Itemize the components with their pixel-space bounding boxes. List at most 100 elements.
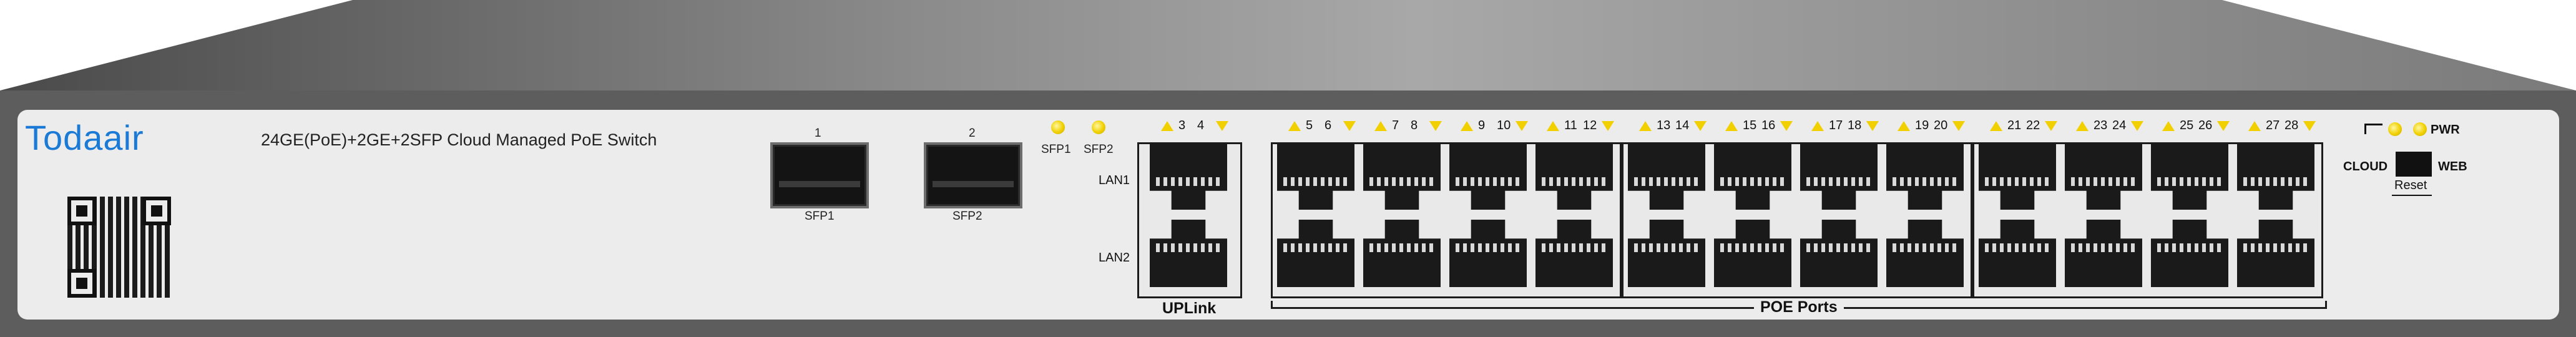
rj45-pins: [1156, 243, 1221, 252]
sfp2-led-label: SFP2: [1084, 143, 1114, 156]
link-led-triangle-icon: [1343, 121, 1356, 131]
pwr-label: PWR: [2431, 123, 2460, 137]
link-led-triangle-icon: [1374, 121, 1387, 131]
rj45-pins: [1720, 243, 1785, 252]
lan1-label: LAN1: [1099, 173, 1130, 187]
sfp-port-label: SFP1: [805, 210, 835, 223]
rj45-pins: [1806, 243, 1871, 252]
web-label: WEB: [2438, 160, 2467, 173]
link-led-triangle-icon: [1811, 121, 1824, 131]
link-led-triangle-icon: [1639, 121, 1652, 131]
link-led-triangle-icon: [1898, 121, 1910, 131]
port-number: 15: [1743, 119, 1757, 132]
rj45-pins: [1369, 243, 1434, 252]
rj45-pins: [1542, 243, 1607, 252]
port-number: 4: [1197, 119, 1205, 132]
brand-logo: Todaair: [25, 118, 144, 157]
status-bracket: [2364, 124, 2383, 134]
rj45-pins: [1283, 243, 1348, 252]
port-number: 7: [1392, 119, 1399, 132]
lan2-label: LAN2: [1099, 251, 1130, 265]
link-led-triangle-icon: [1725, 121, 1738, 131]
rj45-pins: [1985, 243, 2050, 252]
rj45-pins: [1720, 177, 1785, 186]
rj45-pins: [2071, 177, 2136, 186]
link-led-triangle-icon: [1429, 121, 1442, 131]
rj45-pins: [1156, 177, 1221, 186]
status-led-icon: [2413, 122, 2427, 136]
port-number: 10: [1497, 119, 1511, 132]
rj45-pins: [2157, 177, 2222, 186]
link-led-triangle-icon: [1780, 121, 1793, 131]
poe-label: POE Ports: [1754, 298, 1844, 316]
reset-underline: [2392, 195, 2432, 196]
rj45-port[interactable]: [1150, 220, 1227, 287]
port-number: 16: [1761, 119, 1776, 132]
rj45-pins: [1456, 243, 1521, 252]
chassis-top: [0, 0, 2576, 100]
model-label: 24GE(PoE)+2GE+2SFP Cloud Managed PoE Swi…: [261, 130, 657, 149]
rj45-pins: [1806, 177, 1871, 186]
rj45-pins: [1456, 177, 1521, 186]
status-led-icon: [1051, 120, 1065, 134]
rj45-pins: [2071, 243, 2136, 252]
port-number: 18: [1848, 119, 1862, 132]
rj45-pins: [2157, 243, 2222, 252]
port-number: 12: [1583, 119, 1597, 132]
reset-button[interactable]: [2396, 152, 2432, 177]
port-number: 14: [1675, 119, 1690, 132]
link-led-triangle-icon: [2045, 121, 2057, 131]
uplink-label: UPLink: [1162, 300, 1217, 317]
sfp-port-number: 2: [969, 127, 976, 140]
link-led-triangle-icon: [2303, 121, 2316, 131]
port-number: 8: [1411, 119, 1418, 132]
rj45-pins: [1369, 177, 1434, 186]
port-number: 19: [1915, 119, 1929, 132]
port-number: 23: [2094, 119, 2108, 132]
link-led-triangle-icon: [1694, 121, 1707, 131]
rj45-port[interactable]: [1150, 142, 1227, 210]
link-led-triangle-icon: [1216, 121, 1228, 131]
qr-code-icon: [67, 197, 171, 298]
port-number: 5: [1306, 119, 1313, 132]
rj45-pins: [1634, 177, 1699, 186]
link-led-triangle-icon: [1288, 121, 1301, 131]
reset-label: Reset: [2394, 178, 2427, 192]
port-number: 13: [1657, 119, 1671, 132]
status-led-icon: [2388, 122, 2402, 136]
port-number: 21: [2007, 119, 2022, 132]
sfp-port-2[interactable]: [924, 142, 1022, 208]
rj45-pins: [1542, 177, 1607, 186]
link-led-triangle-icon: [1866, 121, 1879, 131]
port-number: 6: [1325, 119, 1332, 132]
sfp-port-number: 1: [815, 127, 821, 140]
rj45-pins: [2243, 243, 2308, 252]
port-number: 9: [1478, 119, 1486, 132]
port-number: 22: [2026, 119, 2040, 132]
rj45-pins: [1634, 243, 1699, 252]
status-led-icon: [1092, 120, 1105, 134]
link-led-triangle-icon: [1161, 121, 1173, 131]
sfp-port-1[interactable]: [770, 142, 869, 208]
link-led-triangle-icon: [2162, 121, 2175, 131]
cloud-label: CLOUD: [2343, 160, 2388, 173]
link-led-triangle-icon: [1516, 121, 1528, 131]
port-number: 24: [2112, 119, 2127, 132]
link-led-triangle-icon: [1547, 121, 1559, 131]
port-number: 17: [1829, 119, 1843, 132]
rj45-pins: [1893, 243, 1957, 252]
port-number: 20: [1934, 119, 1948, 132]
link-led-triangle-icon: [2248, 121, 2261, 131]
rj45-pins: [2243, 177, 2308, 186]
sfp-port-label: SFP2: [953, 210, 982, 223]
link-led-triangle-icon: [1952, 121, 1965, 131]
port-number: 11: [1564, 119, 1577, 132]
link-led-triangle-icon: [1990, 121, 2002, 131]
link-led-triangle-icon: [1461, 121, 1473, 131]
link-led-triangle-icon: [2076, 121, 2089, 131]
port-number: 28: [2285, 119, 2299, 132]
rj45-pins: [1893, 177, 1957, 186]
port-number: 27: [2266, 119, 2280, 132]
